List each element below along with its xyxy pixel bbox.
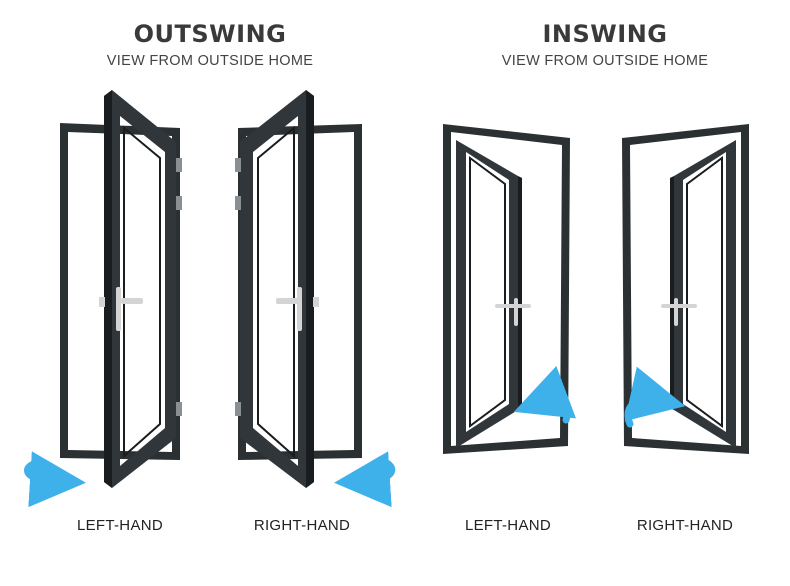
- door-handle-icon: [276, 287, 319, 331]
- door-sash: [240, 90, 314, 488]
- door-hinge-icon: [235, 196, 241, 210]
- door-hinge-icon: [235, 158, 241, 172]
- swing-arrow-icon: [334, 451, 396, 508]
- outswing-subtitle: VIEW FROM OUTSIDE HOME: [106, 53, 314, 69]
- outswing-left-hand-label: LEFT-HAND: [76, 517, 164, 534]
- door-handle-icon: [661, 298, 697, 326]
- door-handle-icon: [99, 287, 143, 331]
- door-handle-icon: [495, 298, 531, 326]
- door-hinge-icon: [176, 196, 182, 210]
- outswing-title: OUTSWING: [133, 20, 287, 48]
- swing-arrow-icon: [624, 366, 686, 428]
- swing-arrow-icon: [513, 365, 577, 424]
- door-hinge-icon: [176, 158, 182, 172]
- swing-arrow-icon: [24, 451, 86, 508]
- door-sash: [456, 140, 518, 448]
- door-sash: [104, 90, 176, 488]
- inswing-left-hand-door: [443, 124, 577, 454]
- inswing-left-hand-label: LEFT-HAND: [464, 517, 552, 534]
- inswing-right-hand-door: [622, 124, 749, 454]
- outswing-right-hand-label: RIGHT-HAND: [253, 517, 351, 534]
- door-hinge-icon: [235, 402, 241, 416]
- outswing-right-hand-door: [235, 90, 396, 508]
- outswing-left-hand-door: [24, 90, 182, 508]
- inswing-right-hand-label: RIGHT-HAND: [636, 517, 734, 534]
- inswing-subtitle: VIEW FROM OUTSIDE HOME: [501, 53, 709, 69]
- inswing-title: INSWING: [542, 20, 668, 48]
- door-sash: [674, 140, 736, 448]
- door-hinge-icon: [176, 402, 182, 416]
